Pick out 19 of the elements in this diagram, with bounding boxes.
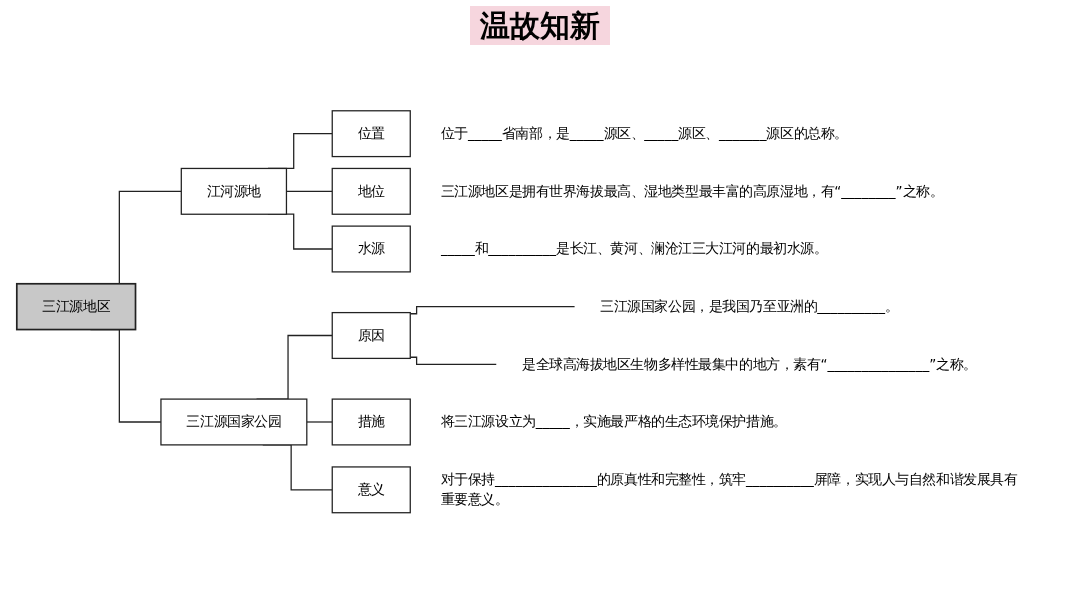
node-box: 三江源地区 [15,283,137,331]
node-box: 位置 [331,110,411,158]
node-box: 江河源地 [180,167,288,216]
connector [306,421,333,423]
node-box: 地位 [331,167,411,216]
node-label: 将三江源设立为_____，实施最严格的生态环境保护措施。 [440,413,787,430]
node-box: 措施 [331,398,411,446]
node-label: 三江源地区是拥有世界海拔最高、湿地类型最丰富的高原湿地，有“________”之称。 [440,183,944,200]
title: 温故知新 [470,6,610,45]
node-box: 三江源国家公园 [160,398,308,446]
node-box: 水源 [331,225,411,273]
node-label: 位于_____省南部，是_____源区、_____源区、_______源区的总称。 [440,125,848,142]
node-label: _____和__________是长江、黄河、澜沧江三大江河的最初水源。 [440,240,828,257]
node-text: 三江源国家公园，是我国乃至亚洲的__________。 [600,298,899,315]
node-box: 意义 [331,466,411,514]
connector [409,306,576,315]
node-label: 对于保持_______________的原真性和完整性，筑牢__________屏障，实现人与自然和谐发展具有重要意义。 [440,471,1018,508]
node-box: 原因 [331,312,411,360]
node-text: 是全球高海拔地区生物多样性最集中的地方，素有“_______________”之称。 [521,356,977,373]
